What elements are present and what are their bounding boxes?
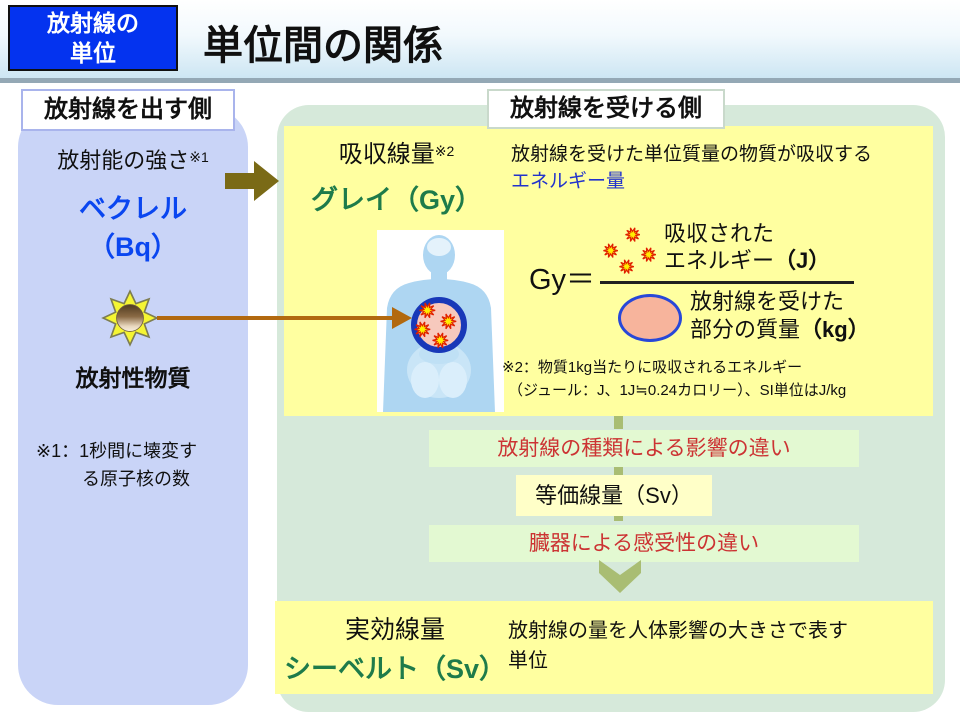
effective-dose-quantity: 実効線量 (344, 616, 445, 644)
burst-icon (432, 332, 449, 349)
denominator-text: 放射線を受けた 部分の質量（kg） (690, 288, 870, 344)
effective-desc-line1: 放射線の量を人体影響の大きさで表す (508, 620, 848, 642)
equivalent-dose-box: 等価線量（Sv） (516, 475, 712, 516)
emit-side-label: 放射線を出す側 (21, 89, 235, 131)
activity-quantity-text: 放射能の強さ (57, 148, 190, 173)
denominator-line2-text: 部分の質量 (690, 317, 801, 342)
lesson-tag: 放射線の 単位 (8, 5, 178, 71)
lesson-tag-line2: 単位 (70, 40, 116, 66)
mass-ellipse-icon (618, 294, 682, 342)
absorbed-dose-text: 吸収線量 (338, 141, 435, 168)
footnote1-line2: る原子核の数 (82, 469, 190, 489)
header-rule (0, 78, 960, 83)
numerator-line2-text: エネルギー (664, 248, 775, 273)
footnote2-line2: （ジュール：J、1J≒0.24カロリー）、SI単位はJ/kg (508, 382, 847, 399)
absorbed-desc-blue: エネルギー量 (511, 171, 626, 192)
burst-icon (419, 302, 436, 319)
numerator-text: 吸収された エネルギー（J） (664, 220, 830, 274)
absorbed-dose-quantity: 吸収線量※2 (284, 134, 509, 169)
radioactive-material-caption: 放射性物質 (75, 365, 191, 391)
factor-organ-sensitivity: 臓器による感受性の違い (429, 525, 859, 562)
energy-bursts-icon (603, 227, 656, 274)
radioactive-source-icon (101, 289, 159, 347)
lesson-tag-line1: 放射線の (47, 10, 139, 36)
down-arrow-icon (599, 560, 641, 593)
effective-dose-box: 実効線量 シーベルト（Sv） 放射線の量を人体影響の大きさで表す 単位 (275, 601, 933, 694)
beam-arrow-head-icon (392, 307, 412, 329)
denominator-line2: 部分の質量（kg） (690, 316, 870, 344)
numerator-line1: 吸収された (664, 221, 775, 246)
numerator-unit: （J） (774, 248, 831, 273)
emit-to-receive-arrow-icon (225, 161, 279, 201)
effective-desc: 放射線の量を人体影響の大きさで表す 単位 (508, 616, 848, 676)
receive-side-label: 放射線を受ける側 (487, 89, 725, 129)
activity-quantity: 放射能の強さ※1 (18, 143, 248, 175)
footnote1-ref: ※1 (189, 149, 209, 165)
page-title: 単位間の関係 (203, 24, 443, 68)
becquerel-name: ベクレル (79, 194, 187, 224)
becquerel-symbol: （Bq） (88, 232, 178, 262)
formula-lhs: Gy＝ (529, 264, 596, 296)
denominator-unit: （kg） (800, 317, 870, 342)
gray-unit: グレイ（Gy） (310, 185, 483, 215)
emit-side-panel: 放射能の強さ※1 ベクレル （Bq） 放射性物質 ※1：1秒間に壊変す る原子核… (18, 107, 248, 705)
absorbed-dose-box: 吸収線量※2 グレイ（Gy） 放射線を受けた単位質量の物質が吸収する エネルギー… (284, 126, 933, 416)
factor-radiation-type: 放射線の種類による影響の違い (429, 430, 859, 467)
footnote2-line1: ※2：物質1kg当たりに吸収されるエネルギー (502, 359, 803, 376)
numerator-line2: エネルギー（J） (664, 247, 830, 274)
footnote1: ※1：1秒間に壊変す る原子核の数 (36, 437, 197, 493)
absorbed-desc-black: 放射線を受けた単位質量の物質が吸収する (511, 144, 873, 165)
effective-desc-line2: 単位 (508, 650, 548, 672)
footnote1-line1: ※1：1秒間に壊変す (36, 441, 198, 461)
footnote2-ref: ※2 (434, 143, 455, 159)
denominator-line1: 放射線を受けた (690, 289, 845, 314)
burst-icon (440, 313, 457, 330)
sievert-unit: シーベルト（Sv） (283, 654, 507, 684)
fraction-bar (600, 281, 854, 284)
beam-arrow-line (157, 316, 393, 320)
burst-icon (414, 321, 431, 338)
footnote2: ※2：物質1kg当たりに吸収されるエネルギー （ジュール：J、1J≒0.24カロ… (502, 356, 846, 402)
